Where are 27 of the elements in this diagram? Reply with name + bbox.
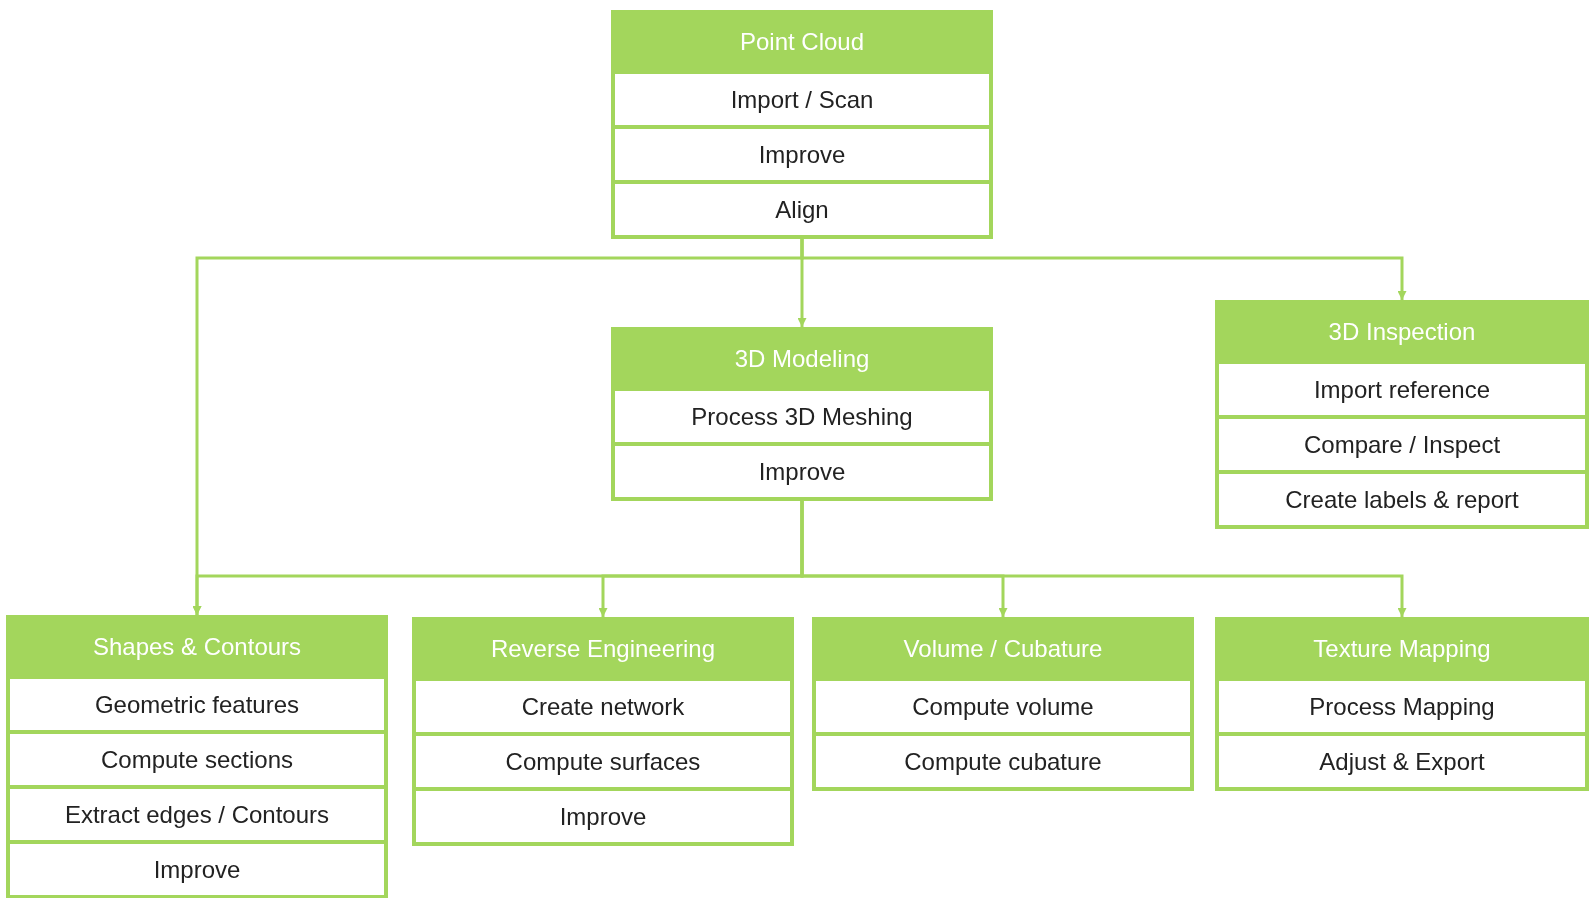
step-row: Extract edges / Contours bbox=[10, 789, 384, 840]
process-card bbox=[611, 327, 993, 501]
process-card bbox=[1215, 300, 1589, 529]
step-row: Import / Scan bbox=[615, 74, 989, 125]
step-row: Process 3D Meshing bbox=[615, 391, 989, 442]
process-card bbox=[6, 615, 388, 898]
step-row: Create network bbox=[416, 681, 790, 732]
step-row: Improve bbox=[615, 129, 989, 180]
step-row: Process Mapping bbox=[1219, 681, 1585, 732]
step-row: Geometric features bbox=[10, 679, 384, 730]
step-row: Improve bbox=[615, 446, 989, 497]
process-card bbox=[812, 617, 1194, 791]
process-card bbox=[412, 617, 794, 846]
step-row: Compute volume bbox=[816, 681, 1190, 732]
step-row: Compute surfaces bbox=[416, 736, 790, 787]
step-row: Compute sections bbox=[10, 734, 384, 785]
step-row: Improve bbox=[10, 844, 384, 895]
step-row: Align bbox=[615, 184, 989, 235]
step-row: Compare / Inspect bbox=[1219, 419, 1585, 470]
step-row: Compute cubature bbox=[816, 736, 1190, 787]
connector-arrow bbox=[800, 501, 1407, 617]
step-row: Import reference bbox=[1219, 364, 1585, 415]
step-row: Improve bbox=[416, 791, 790, 842]
step-row: Create labels & report bbox=[1219, 474, 1585, 525]
step-row: Adjust & Export bbox=[1219, 736, 1585, 787]
process-card bbox=[1215, 617, 1589, 791]
process-card bbox=[611, 10, 993, 239]
